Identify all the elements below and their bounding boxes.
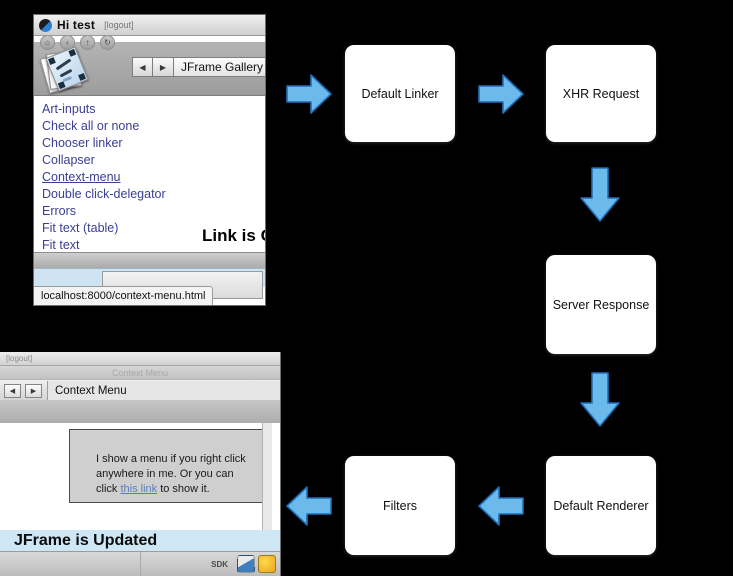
nav-back-button[interactable]: ◀ [132,57,153,77]
flow-arrow-right-to-xhr [477,72,525,116]
bottom-window-titlebar[interactable]: [logout] [0,352,280,366]
list-item[interactable]: Double click-delegator [42,187,166,201]
back-button[interactable]: ‹ [60,35,75,50]
photo-stack-icon [39,46,89,94]
link-clicked-message: Link is Click [202,226,265,245]
flow-arrow-down-server-to-renderer [578,371,622,429]
page-title: Hi test [57,18,96,32]
address-input[interactable]: Context Menu [47,381,280,400]
nav-back-button[interactable]: ◀ [4,383,21,398]
list-item-context-menu[interactable]: Context-menu [42,170,121,184]
dock-divider [140,552,141,576]
toolbar-filler-band [34,252,265,269]
status-url-tooltip: localhost:8000/context-menu.html [34,286,214,305]
gallery-browser-window[interactable]: ⌂ ‹ ↑ ↻ Hi test [logout] ◀ ▶ JFrame G [33,14,266,306]
flow-node-linker[interactable]: Default Linker [345,45,455,142]
sdk-label: SDK [211,559,228,569]
context-box-text-after: to show it. [157,483,210,495]
flow-node-xhr[interactable]: XHR Request [546,45,656,142]
flow-node-filters[interactable]: Filters [345,456,455,555]
up-button[interactable]: ↑ [80,35,95,50]
logout-link[interactable]: [logout] [104,20,134,30]
nav-forward-button[interactable]: ▶ [25,383,42,398]
context-menu-browser-window[interactable]: [logout] Context Menu ◀ ▶ Context Menu I… [0,352,281,576]
context-menu-demo-box[interactable]: I show a menu if you right click anywher… [69,429,269,503]
bottom-toolbar-band [0,400,280,424]
window-titlebar[interactable]: Hi test [logout] [34,15,265,36]
circle-logo-icon [39,18,52,32]
context-box-text-before: I show a menu if you right click anywher… [96,453,246,495]
dock-bar[interactable]: SDK [0,551,280,576]
flow-arrow-down-xhr-to-server [578,166,622,224]
flow-node-server[interactable]: Server Response [546,255,656,354]
show-menu-link[interactable]: this link [120,483,158,495]
browser-toolbar: ◀ ▶ JFrame Gallery [34,42,265,96]
home-button[interactable]: ⌂ [40,35,55,50]
toolbar-circle-buttons[interactable]: ⌂ ‹ ↑ ↻ [40,35,115,50]
address-nav-group[interactable]: ◀ ▶ JFrame Gallery [132,57,265,77]
highlight-row [34,268,265,299]
list-item[interactable]: Art-inputs [42,102,96,116]
address-input[interactable]: JFrame Gallery [174,57,265,77]
list-item[interactable]: Errors [42,204,77,218]
bottom-address-nav-group[interactable]: ◀ ▶ Context Menu [0,379,280,402]
list-item[interactable]: Fit text (table) [42,221,119,235]
swirl-app-icon[interactable] [258,555,276,573]
vertical-scrollbar[interactable] [262,423,272,530]
browser-app-icon[interactable] [237,555,255,573]
flow-arrow-right-linker-to-xhr [285,72,333,116]
status-badge: JFrame is Updated [14,532,158,549]
gallery-link-list: Art-inputs Check all or none Chooser lin… [34,96,265,253]
jframe-status-bar: JFrame is Updated [0,530,280,552]
list-item[interactable]: Check all or none [42,119,140,133]
list-item[interactable]: Fit text [42,238,80,252]
refresh-button[interactable]: ↻ [100,35,115,50]
flow-arrow-left-renderer-to-filters [477,484,525,528]
nav-forward-button[interactable]: ▶ [153,57,174,77]
ghost-window-title: Context Menu [0,366,280,379]
flow-arrow-left-to-filters [285,484,333,528]
logout-link[interactable]: [logout] [6,354,33,363]
list-item[interactable]: Collapser [42,153,95,167]
page-content-area: I show a menu if you right click anywher… [0,423,280,530]
list-item[interactable]: Chooser linker [42,136,123,150]
flow-node-renderer[interactable]: Default Renderer [546,456,656,555]
